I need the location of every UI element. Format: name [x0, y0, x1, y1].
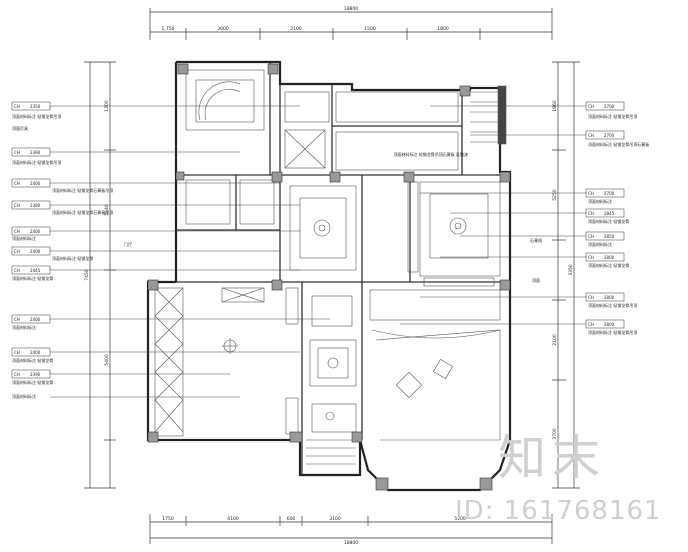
dim-right: 2100 [552, 334, 558, 346]
dim-right: 3350 [568, 264, 574, 276]
left-tag-code: CH [14, 181, 20, 186]
right-tag-value: 2800 [604, 322, 615, 327]
left-tag-code: CH [14, 372, 20, 377]
left-tag-note: 顶面材料标注 轻钢龙骨 [12, 275, 53, 281]
left-tag-note: 顶面材料标注 [12, 324, 36, 330]
right-tag-note: 顶面材料标注 轻钢龙骨吊顶 [588, 113, 637, 119]
left-tag-code: CH [14, 203, 20, 208]
left-tag-note: 顶面材料标注 轻钢龙骨吊顶 [12, 113, 61, 119]
dim-left: 1200 [104, 100, 110, 112]
left-tag-code: CH [14, 249, 20, 254]
dim-top-seg: 1800 [437, 26, 449, 32]
left-tag-note: 顶面材料标注 轻钢龙骨 [12, 379, 53, 385]
left-tag-code: CH [14, 229, 20, 234]
left-tag-value: 2400 [30, 249, 41, 254]
left-tag-value: 2350 [30, 104, 41, 109]
left-tag-value: 2390 [30, 372, 41, 377]
right-tag-code: CH [588, 255, 594, 260]
right-tag-note: 顶面材料标注 [588, 241, 612, 247]
dim-left: 5400 [104, 354, 110, 366]
right-tag-note: 顶面材料标注 轻钢龙骨 [588, 262, 629, 268]
dim-top-total: 18800 [344, 6, 358, 12]
left-tag-code: CH [14, 150, 20, 155]
left-tag-value: 2390 [30, 203, 41, 208]
left-tag-value: 2390 [30, 150, 41, 155]
right-tag-value: 2800 [604, 295, 615, 300]
inline-label: 石膏线 [530, 237, 542, 243]
right-tag-value: 2800 [604, 255, 615, 260]
right-tag-value: 2700 [604, 133, 615, 138]
left-tag-value: 2445 [30, 268, 41, 273]
right-tag-note: 顶面材料标注 轻钢龙骨吊顶 [588, 329, 637, 335]
left-tag-value: 2400 [30, 229, 41, 234]
dim-top-seg: 2100 [290, 26, 302, 32]
left-tag-code: CH [14, 350, 20, 355]
watermark-logo: 知末 [498, 430, 607, 486]
right-tag-code: CH [588, 211, 594, 216]
left-tag-code: CH [14, 317, 20, 322]
dim-left: 7450 [84, 269, 90, 281]
inline-label: 门厅 [124, 241, 132, 247]
dim-bottom-seg: 1750 [162, 516, 174, 522]
left-tag-code: CH [14, 104, 20, 109]
right-tag-value: 2700 [604, 191, 615, 196]
right-tag-note: 顶面材料标注 [588, 198, 612, 204]
right-tag-value: 2700 [604, 104, 615, 109]
right-tag-value: 2845 [604, 211, 615, 216]
left-tag-note: 顶面材料标注 [12, 235, 36, 241]
dim-top-seg: 3000 [217, 26, 229, 32]
dim-bottom-seg: 4100 [227, 516, 239, 522]
right-tag-code: CH [588, 322, 594, 327]
left-tag-note: 顶面材料标注 轻钢龙骨 [52, 255, 93, 261]
right-tag-code: CH [588, 104, 594, 109]
dim-top-seg: 1500 [364, 26, 376, 32]
left-tag-note: 顶面材料标注 轻钢龙骨石膏板吊顶 [52, 209, 113, 215]
dim-bottom-seg: 5100 [454, 516, 466, 522]
right-tag-code: CH [588, 133, 594, 138]
left-tag-note: 顶面材料标注 [12, 393, 36, 399]
dim-top-seg: 1,750 [162, 26, 175, 32]
side-note: 顶面材料标注 轻钢龙骨吊顶石膏板 乳胶漆 [393, 151, 468, 157]
right-tag-note: 顶面材料标注 轻钢龙骨吊顶石膏板 [588, 141, 649, 147]
dim-right: 5250 [552, 189, 558, 201]
left-tag-note: 顶面材料标注 轻钢龙骨石膏板吊顶 [52, 187, 113, 193]
right-tag-code: CH [588, 234, 594, 239]
dim-bottom-total: 18800 [344, 540, 358, 546]
left-tag-note: 顶面灯具 [12, 125, 28, 131]
right-tag-note: 顶面材料标注 轻钢龙骨 [588, 218, 629, 224]
inline-label: 顶面 [532, 278, 540, 283]
left-tag-value: 2400 [30, 317, 41, 322]
right-tag-note: 顶面材料标注 轻钢龙骨吊顶 [588, 302, 637, 308]
right-tag-code: CH [588, 295, 594, 300]
dim-right: 3700 [552, 428, 558, 440]
watermark-id: ID: 161768161 [455, 496, 662, 526]
dim-bottom-seg: 600 [287, 516, 296, 522]
left-tag-value: 2400 [30, 181, 41, 186]
dim-bottom-seg: 3100 [329, 516, 341, 522]
right-tag-value: 2850 [604, 234, 615, 239]
right-tag-code: CH [588, 191, 594, 196]
left-tag-note: 顶面材料标注 轻钢龙骨吊顶 [12, 159, 61, 165]
dim-left: 5540 [104, 204, 110, 216]
left-tag-code: CH [14, 268, 20, 273]
dim-right: 1860 [552, 100, 558, 112]
left-tag-note: 顶面材料标注 轻钢龙骨 [12, 357, 53, 363]
left-tag-value: 2400 [30, 350, 41, 355]
